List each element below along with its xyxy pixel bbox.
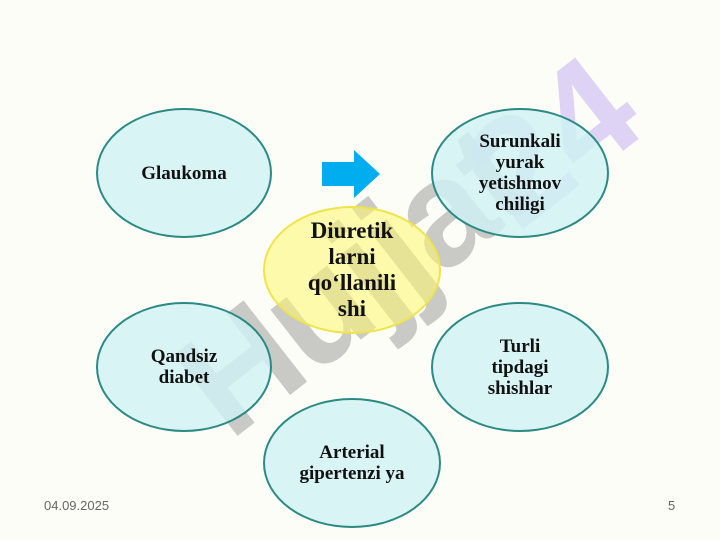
node-turli-tipdagi: Turli tipdagi shishlar xyxy=(431,302,609,432)
node-qandsiz-diabet: Qandsiz diabet xyxy=(96,302,272,432)
center-topic-label: Diuretik larni qo‘llanili shi xyxy=(307,218,397,321)
node-glaukoma-label: Glaukoma xyxy=(141,162,227,184)
center-topic: Diuretik larni qo‘llanili shi xyxy=(263,206,441,334)
footer-date: 04.09.2025 xyxy=(44,498,110,513)
node-surunkali-yurak: Surunkali yurak yetishmov chiligi xyxy=(431,108,609,238)
arrow-right-icon xyxy=(322,150,380,198)
node-qandsiz-diabet-label: Qandsiz diabet xyxy=(150,346,218,388)
node-turli-tipdagi-label: Turli tipdagi shishlar xyxy=(487,335,553,399)
node-surunkali-yurak-label: Surunkali yurak yetishmov chiligi xyxy=(478,131,562,215)
page-number: 5 xyxy=(668,498,676,513)
node-glaukoma: Glaukoma xyxy=(96,108,272,238)
node-arterial-gipertenziya: Arterial gipertenzi ya xyxy=(263,398,441,528)
node-arterial-gipertenziya-label: Arterial gipertenzi ya xyxy=(299,442,405,484)
